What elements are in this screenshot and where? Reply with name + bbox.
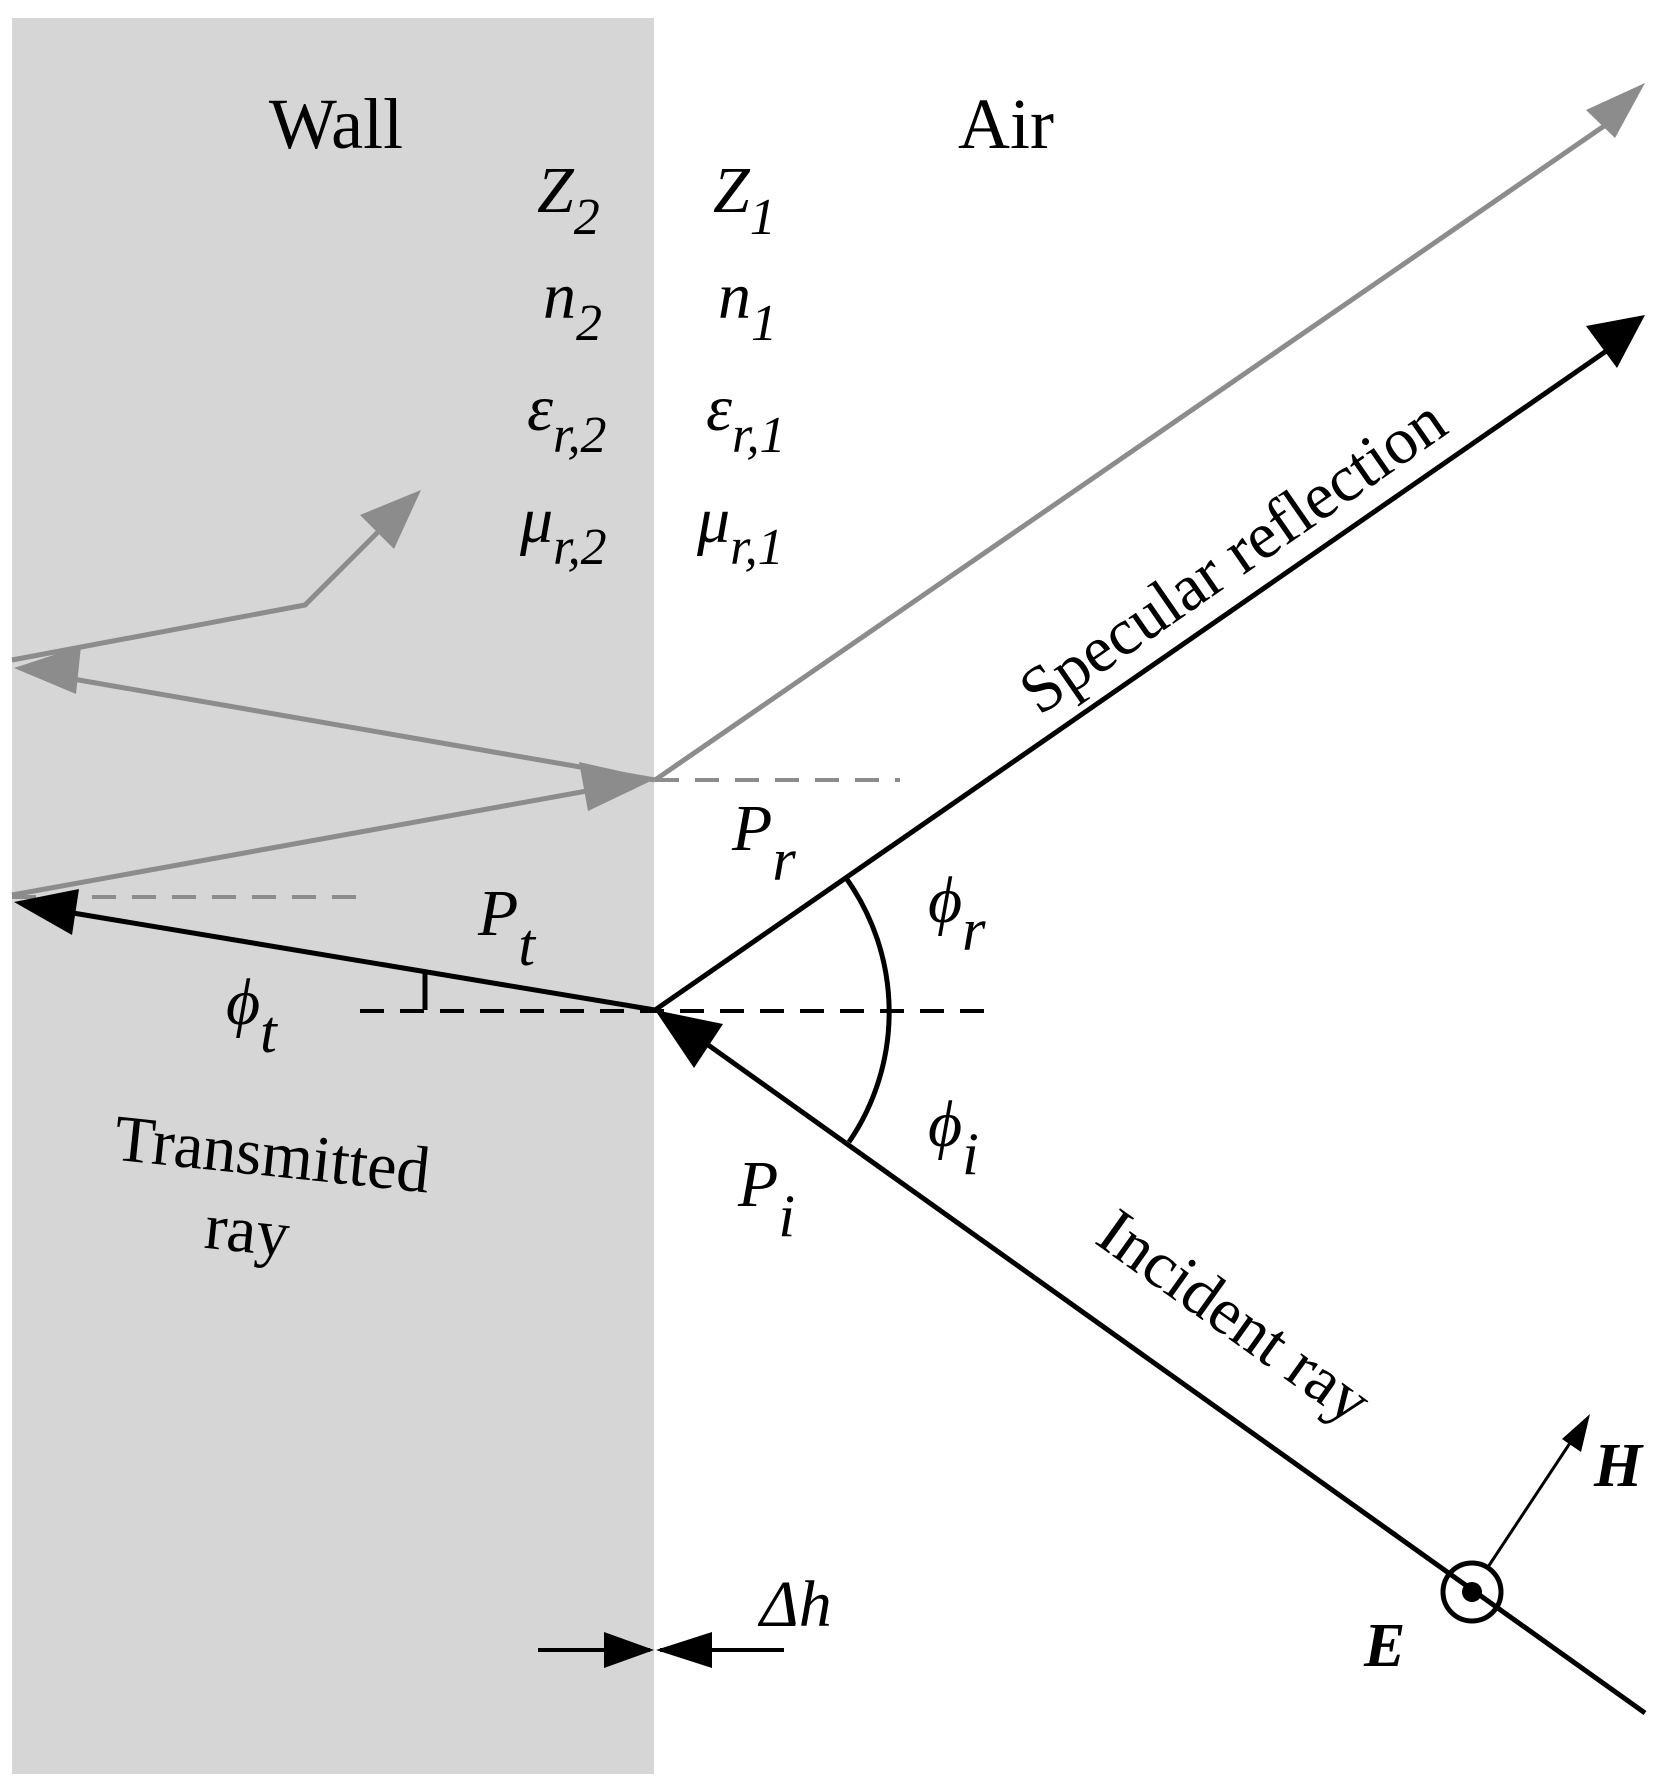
arrowhead-scatter xyxy=(360,490,421,549)
specular-reflection-ray xyxy=(653,342,1617,1013)
arrowhead-incident xyxy=(655,1010,723,1068)
air-permeability: μr,1 xyxy=(696,484,784,576)
primary-rays xyxy=(54,342,1647,1716)
transmitted-ray-label-line2: ray xyxy=(202,1190,293,1271)
e-field-circle xyxy=(1440,1560,1504,1624)
air-index: n1 xyxy=(718,260,777,352)
field-symbols xyxy=(1440,1414,1590,1624)
delta-h-label: Δh xyxy=(757,1568,832,1641)
air-impedance: Z1 xyxy=(713,154,776,246)
air-permittivity: εr,1 xyxy=(706,372,786,464)
arrowhead-second-reflection xyxy=(1586,83,1645,138)
specular-reflection-label: Specular reflection xyxy=(1006,384,1459,729)
transmission-angle-label: ϕt xyxy=(226,966,278,1065)
delta-h-dimension xyxy=(538,1632,784,1668)
internal-ray-up xyxy=(11,782,621,898)
delta-h-right-arrowhead xyxy=(656,1632,712,1668)
air-region-label: Air xyxy=(958,84,1054,164)
primary-arrowheads xyxy=(14,315,1645,1068)
reflected-power-label: Pr xyxy=(731,792,796,893)
wall-region-label: Wall xyxy=(269,84,403,164)
transmitted-power-label: Pt xyxy=(477,877,536,978)
wall-permeability: μr,2 xyxy=(519,484,607,576)
incident-ray xyxy=(688,1029,1647,1716)
e-field-dot xyxy=(1462,1582,1482,1602)
secondary-multipath-rays xyxy=(11,112,1622,898)
second-reflection-ray xyxy=(653,112,1622,783)
electric-field-label: E xyxy=(1363,1612,1405,1680)
magnetic-field-label: H xyxy=(1593,1432,1644,1500)
wall-permittivity: εr,2 xyxy=(527,372,607,464)
h-field-arrowhead xyxy=(1562,1414,1590,1452)
delta-h-left-arrowhead xyxy=(604,1632,654,1668)
internal-ray-back xyxy=(49,672,656,783)
wall-index: n2 xyxy=(543,260,602,352)
h-field-vector xyxy=(1486,1439,1574,1568)
transmitted-ray xyxy=(54,907,656,1013)
arrowhead-transmitted xyxy=(14,889,79,935)
arrowhead-internal-back xyxy=(14,646,81,694)
incidence-angle-label: ϕi xyxy=(928,1088,979,1187)
reflection-angle-label: ϕr xyxy=(928,864,986,963)
wall-impedance: Z2 xyxy=(537,154,600,246)
arrowhead-specular xyxy=(1586,315,1645,368)
internal-ray-scatter xyxy=(11,518,392,663)
arrowhead-internal-up xyxy=(579,762,655,811)
reflection-angle-arc xyxy=(843,876,892,1144)
secondary-arrowheads xyxy=(14,83,1645,811)
incident-ray-label: Incident ray xyxy=(1084,1195,1384,1439)
incident-power-label: Pi xyxy=(737,1148,795,1249)
